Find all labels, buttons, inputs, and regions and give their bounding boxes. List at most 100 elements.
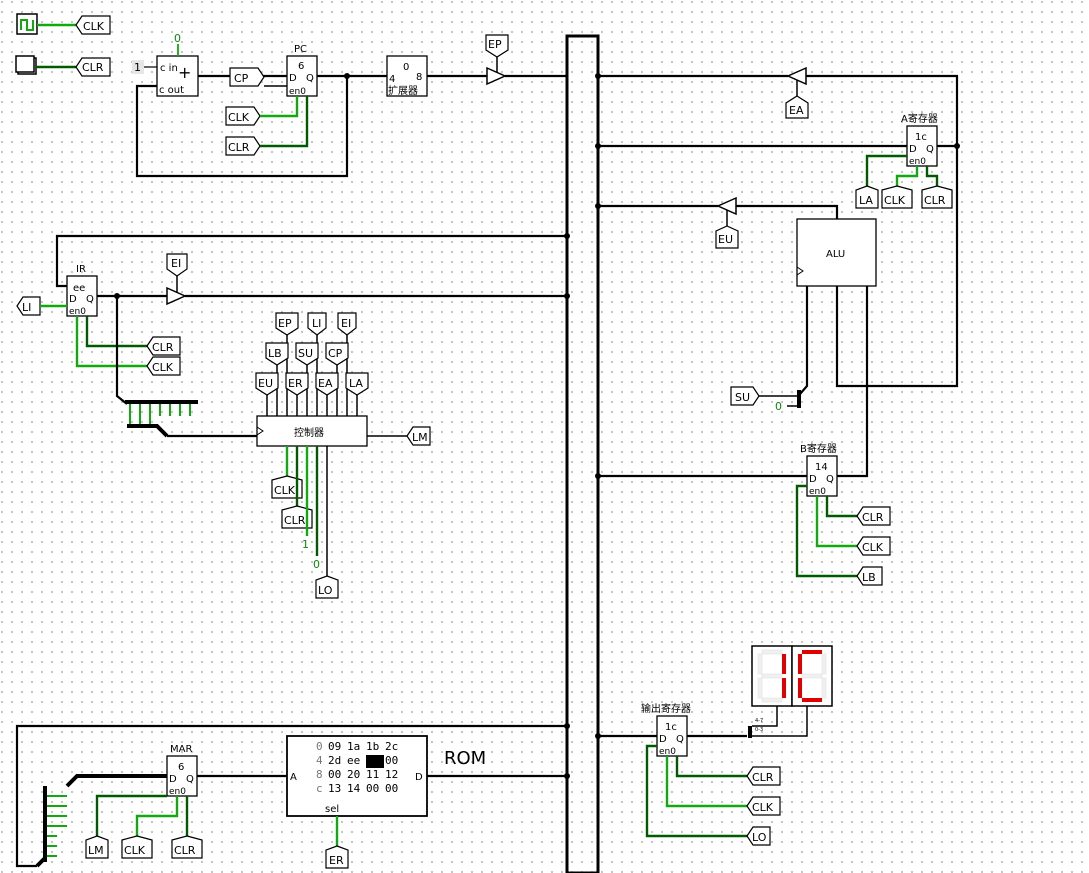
svg-text:输出寄存器: 输出寄存器 [641,702,691,715]
svg-text:控制器: 控制器 [294,426,324,439]
segment-d [802,698,822,702]
svg-text:EI: EI [341,317,351,330]
ir-register[interactable]: IR ee D Q en0 [66,264,98,317]
segment-d [761,697,783,703]
clr-tunnel-ir: CLR [146,336,181,356]
er-tunnel-rom: ER [325,845,349,869]
clr-tunnel-out: CLR [746,766,781,786]
clr-tunnel-mar: CLR [171,835,203,859]
segment-f [798,654,802,674]
eu-tunnel-alu: EU [715,225,739,249]
rom-row-address: 8 [316,768,323,781]
svg-text:0: 0 [403,62,409,73]
svg-text:1c: 1c [915,132,927,143]
svg-text:LM: LM [88,844,104,857]
ea-tunnel-ctrl: EA [315,372,339,396]
adder[interactable]: c in c out + [156,55,199,97]
svg-text:Q: Q [186,774,194,785]
display-digit-low [798,650,827,702]
svg-text:CLK: CLK [152,361,174,374]
svg-text:0: 0 [313,558,320,571]
svg-text:LI: LI [312,317,321,330]
segment-c [782,678,786,698]
svg-text:Q: Q [306,73,314,84]
segment-a [802,650,822,654]
clk-tunnel-b: CLK [856,536,891,556]
svg-text:LA: LA [859,194,873,207]
rom-cell: 2c [385,740,398,753]
svg-text:ALU: ALU [826,249,845,260]
svg-text:CLK: CLK [862,541,884,554]
output-register[interactable]: 输出寄存器 1c D Q en0 [641,702,691,757]
svg-text:en0: en0 [909,157,926,167]
svg-text:LI: LI [22,301,31,314]
svg-text:ER: ER [329,854,344,867]
rom-cell: 00 [328,768,341,781]
ei-tunnel-ctrl: EI [337,312,357,336]
svg-text:CLK: CLK [83,20,105,33]
clk-tunnel-ir: CLK [146,356,181,376]
svg-text:6: 6 [298,61,304,72]
segment-b [782,654,786,674]
clock-input[interactable] [16,13,38,35]
segment-a [761,649,783,655]
svg-text:1: 1 [302,538,309,551]
svg-text:CLK: CLK [884,194,906,207]
b-register[interactable]: B寄存器 14 D Q en0 [800,442,838,497]
svg-text:D: D [809,474,817,485]
alu[interactable]: ALU [796,218,877,287]
rom-cell: 11 [366,768,379,781]
rom-cell: 12 [385,768,398,781]
clear-input[interactable] [15,55,37,75]
rom-cell: 14 [347,782,361,795]
svg-text:EA: EA [318,377,333,390]
svg-text:CLR: CLR [152,341,174,354]
ep-tunnel-top: EP [485,34,509,58]
clr-tunnel-a: CLR [921,185,953,209]
svg-text:LB: LB [268,347,282,360]
svg-text:PC: PC [294,44,307,55]
rom-highlight-cell [366,755,384,768]
svg-text:4-7: 4-7 [755,718,763,724]
lo-tunnel-ctrl: LO [315,575,339,599]
svg-text:1c: 1c [665,722,677,733]
pc-register[interactable]: PC 6 D Q en0 [286,44,318,97]
svg-text:Q: Q [926,144,934,155]
svg-text:D: D [169,774,177,785]
su-tunnel-ctrl: SU [295,342,319,366]
segment-b [821,653,827,675]
li-tunnel-ctrl: LI [307,312,327,336]
data-bus [565,34,600,873]
rom-cell: 00 [366,782,379,795]
clr-tunnel-pc: CLR [225,136,261,156]
svg-text:EA: EA [789,104,804,117]
extender[interactable]: 0 4 8 扩展器 [386,55,428,97]
svg-text:EP: EP [488,38,502,51]
svg-text:1: 1 [134,61,141,74]
svg-text:CLK: CLK [228,111,250,124]
mar-register[interactable]: MAR 6 D Q en0 [166,744,198,797]
clk-tunnel-pc: CLK [225,106,261,126]
rom-cell: 00 [385,782,398,795]
segment-e [798,678,802,698]
svg-text:CP: CP [328,347,343,360]
svg-text:EU: EU [258,377,273,390]
svg-text:ee: ee [73,283,85,294]
svg-text:LO: LO [318,584,333,597]
controller[interactable]: 控制器 [256,415,368,447]
const-one-adder [132,60,144,74]
svg-text:CLK: CLK [274,484,296,497]
a-register[interactable]: A寄存器 1c D Q en0 [901,112,938,167]
lm-tunnel-mar: LM [85,835,109,859]
rom-cell: 09 [328,740,341,753]
svg-text:14: 14 [815,462,828,473]
svg-text:Q: Q [676,734,684,745]
ep-buffer [486,66,507,86]
svg-text:CLR: CLR [174,844,196,857]
ei-buffer [166,286,187,306]
clk-tunnel-out: CLK [746,796,781,816]
svg-text:en0: en0 [169,787,186,797]
lb-tunnel-ctrl: LB [265,342,289,366]
